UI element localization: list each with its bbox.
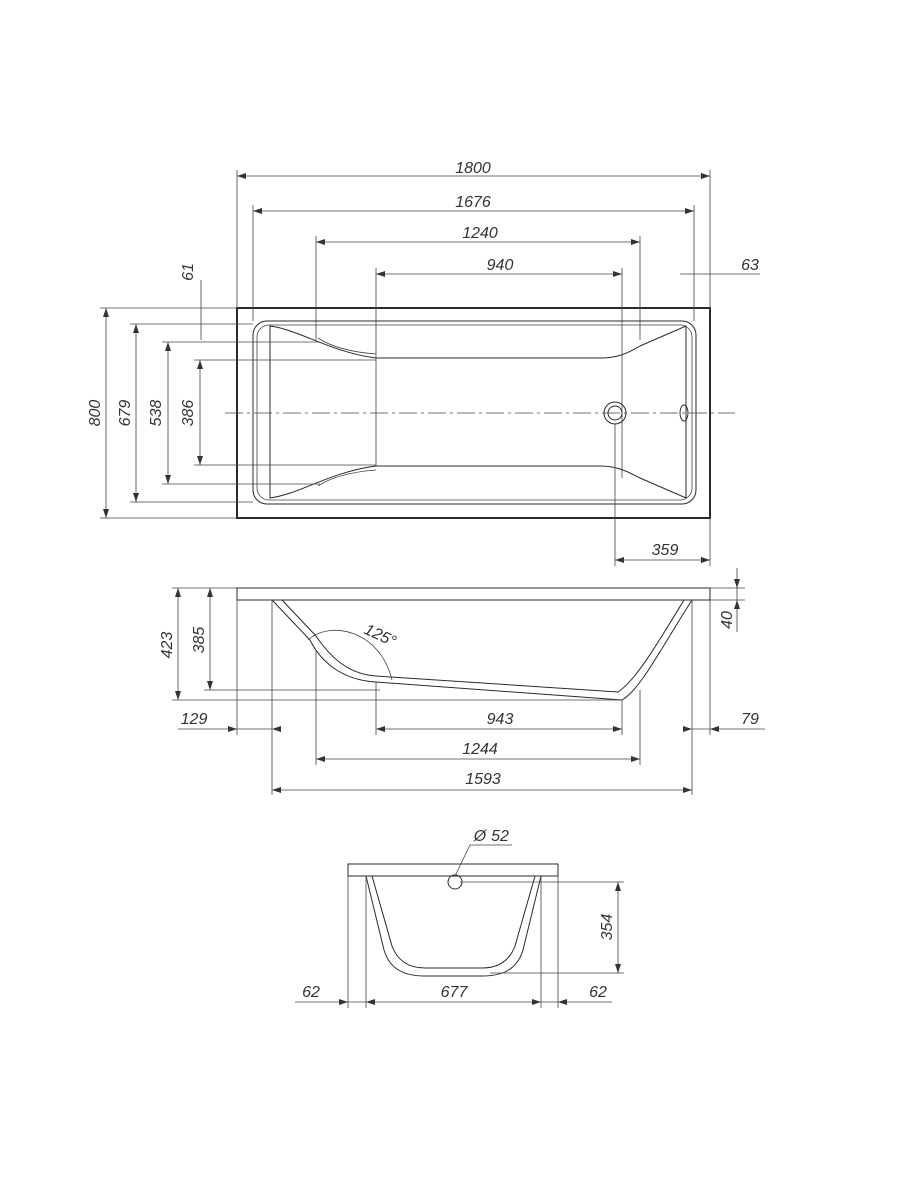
top-flat-bottom (269, 325, 687, 499)
drain-inner (607, 405, 623, 421)
dim-left-offset: 129 (181, 711, 208, 728)
dim-base-length: 1593 (465, 771, 501, 788)
dim-depth-inner: 385 (191, 627, 208, 654)
dim-rim-height: 40 (719, 611, 736, 629)
dim-width-bottom: 386 (180, 400, 197, 427)
dim-right-offset: 79 (741, 711, 759, 728)
top-inner-basin (252, 320, 697, 505)
dim-length-flat: 1240 (462, 225, 498, 242)
diameter-symbol: Ø (473, 828, 488, 845)
top-inner-basin-offset (256, 324, 693, 501)
dim-bottom-length: 943 (487, 711, 514, 728)
dim-depth-total: 423 (159, 632, 176, 659)
end-rim (347, 863, 559, 877)
top-inner-seat-line (317, 337, 377, 487)
dim-inner-depth: 354 (599, 914, 616, 941)
angle-arc (307, 629, 393, 681)
overflow-hole (679, 404, 689, 422)
dim-left-rim: 62 (302, 984, 320, 1001)
dim-right-rim: 62 (589, 984, 607, 1001)
end-view: Ø 52 354 62 677 62 (295, 828, 624, 1008)
dim-rim-side: 61 (180, 263, 197, 281)
top-view: 1800 1676 1240 940 63 61 800 679 538 (87, 160, 760, 566)
dim-width-flat: 538 (148, 400, 165, 427)
side-rim (236, 587, 711, 601)
dim-rim-end: 63 (741, 257, 759, 274)
dim-length-bottom: 940 (487, 257, 514, 274)
end-body-profile (365, 875, 542, 977)
end-body-inner (371, 875, 536, 969)
dim-length-inner: 1676 (455, 194, 491, 211)
side-view: 125° 423 385 40 129 79 943 1244 1593 (159, 568, 765, 795)
side-body-inner (281, 599, 685, 693)
dim-bottom-width: 677 (441, 984, 469, 1001)
dim-width-inner: 679 (117, 400, 134, 427)
dim-drain-offset: 359 (652, 542, 679, 559)
dim-width-outer: 800 (87, 400, 104, 427)
dim-drain-diameter: 52 (491, 828, 509, 845)
dim-angle: 125° (361, 621, 399, 651)
dim-flat-length: 1244 (462, 741, 498, 758)
dim-length-outer: 1800 (455, 160, 491, 177)
side-body-profile (271, 599, 693, 701)
end-drain (447, 874, 463, 890)
